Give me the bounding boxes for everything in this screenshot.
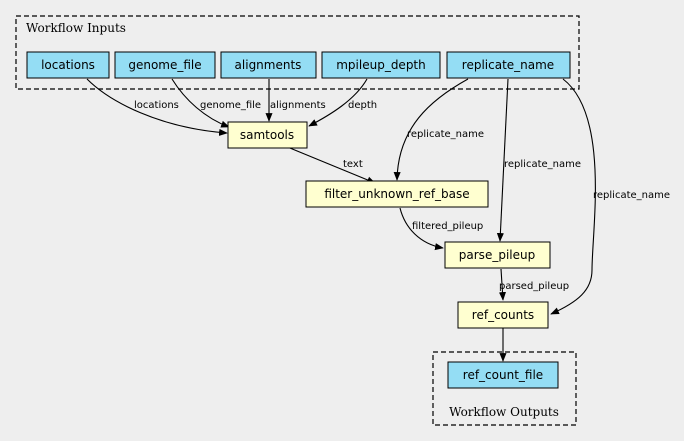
edges: locations genome_file alignments depth t… — [86, 78, 670, 362]
input-locations[interactable]: locations — [26, 51, 110, 79]
edge-parse-refcounts: parsed_pileup — [498, 268, 569, 301]
output-ref-count-file[interactable]: ref_count_file — [447, 361, 559, 389]
edge-label-replicate-name-2: replicate_name — [504, 159, 581, 170]
edge-replicate-filter: replicate_name — [393, 78, 484, 181]
edge-label-text: text — [343, 159, 363, 170]
edge-replicate-refcounts: replicate_name — [550, 78, 670, 315]
edge-depth-samtools: depth — [308, 78, 377, 127]
step-filter-unknown-ref-base[interactable]: filter_unknown_ref_base — [305, 180, 489, 208]
workflow-outputs-box — [432, 351, 577, 426]
edge-label-genome-file: genome_file — [200, 100, 261, 111]
input-genome-file[interactable]: genome_file — [114, 51, 216, 79]
input-alignments-label: alignments — [235, 58, 302, 72]
input-replicate-name[interactable]: replicate_name — [446, 51, 571, 79]
edge-samtools-filter: text — [284, 145, 376, 184]
input-mpileup-depth[interactable]: mpileup_depth — [321, 51, 441, 79]
output-ref-count-file-label: ref_count_file — [463, 368, 543, 382]
workflow-outputs-cluster: Workflow Outputs — [432, 351, 577, 426]
step-parse-pileup[interactable]: parse_pileup — [444, 241, 551, 269]
input-locations-label: locations — [41, 58, 95, 72]
edge-label-filtered-pileup: filtered_pileup — [412, 221, 483, 232]
workflow-outputs-label: Workflow Outputs — [449, 405, 559, 419]
edge-filter-parse: filtered_pileup — [399, 207, 483, 251]
step-samtools[interactable]: samtools — [227, 121, 308, 149]
edge-label-depth: depth — [348, 100, 377, 111]
input-mpileup-depth-label: mpileup_depth — [336, 58, 426, 72]
input-alignments[interactable]: alignments — [220, 51, 317, 79]
edge-label-alignments: alignments — [270, 100, 326, 111]
step-ref-counts[interactable]: ref_counts — [457, 301, 549, 329]
edge-label-locations: locations — [134, 100, 179, 111]
step-parse-pileup-label: parse_pileup — [459, 248, 535, 262]
step-samtools-label: samtools — [240, 128, 294, 142]
edge-locations-samtools: locations — [86, 78, 228, 136]
edge-label-parsed-pileup: parsed_pileup — [499, 281, 569, 292]
workflow-inputs-label: Workflow Inputs — [26, 21, 126, 35]
workflow-inputs-cluster: Workflow Inputs — [15, 15, 580, 90]
edge-genome-samtools: genome_file — [171, 78, 261, 128]
workflow-inputs-box — [15, 15, 580, 90]
edge-alignments-samtools: alignments — [265, 79, 326, 122]
step-ref-counts-label: ref_counts — [472, 308, 534, 322]
input-genome-file-label: genome_file — [128, 58, 201, 72]
input-replicate-name-label: replicate_name — [462, 58, 554, 72]
step-filter-unknown-ref-base-label: filter_unknown_ref_base — [324, 187, 469, 201]
edge-replicate-parse: replicate_name — [496, 78, 581, 242]
edge-label-replicate-name-1: replicate_name — [407, 129, 484, 140]
edge-label-replicate-name-3: replicate_name — [593, 190, 670, 201]
